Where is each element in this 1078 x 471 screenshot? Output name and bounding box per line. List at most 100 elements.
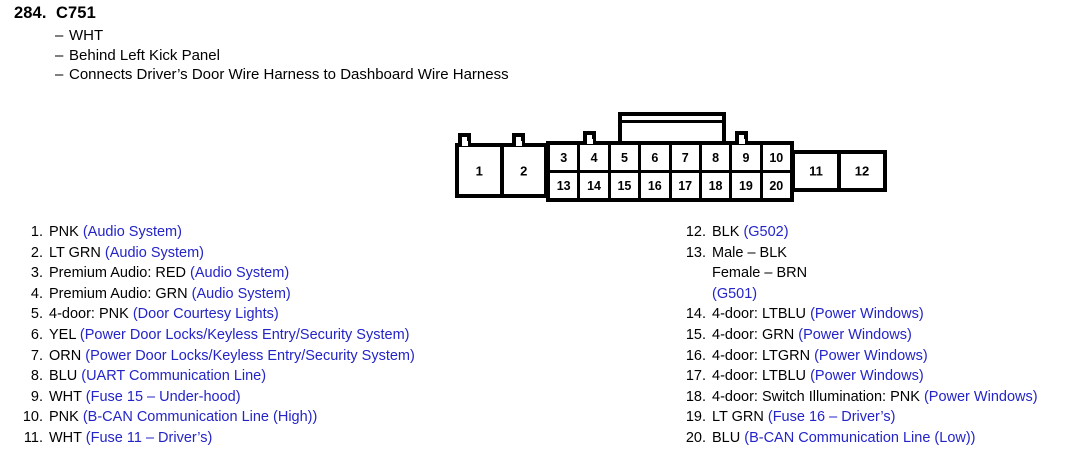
- pin-description: ORN (Power Door Locks/Keyless Entry/Secu…: [49, 346, 638, 367]
- pin-wire-color: WHT: [49, 429, 86, 446]
- pin-description: 4-door: LTBLU (Power Windows): [712, 366, 1076, 387]
- pin-description: BLU (B-CAN Communication Line (Low)): [712, 428, 1076, 449]
- connector-notch-pin4: [583, 131, 596, 142]
- pin-list-item: 2.LT GRN (Audio System): [18, 243, 638, 264]
- pin-number: 6.: [30, 326, 43, 343]
- pin-list-item: 20.BLU (B-CAN Communication Line (Low)): [681, 428, 1076, 449]
- connector-pin-cell: 10: [759, 145, 790, 170]
- connector-pin-cell: 13: [550, 173, 577, 198]
- connector-pin-cell: 8: [698, 145, 729, 170]
- pin-number: 8.: [30, 368, 43, 385]
- detail-dash-bullet: –: [55, 66, 64, 83]
- pin-system-reference: (Power Windows): [810, 368, 924, 385]
- connector-pin-number: 1: [475, 163, 483, 178]
- connector-pin-number: 8: [712, 150, 720, 165]
- connector-index: 284.: [14, 4, 47, 22]
- connector-detail-list: –WHT–Behind Left Kick Panel–Connects Dri…: [55, 26, 509, 85]
- connector-detail-line: –WHT: [55, 26, 509, 46]
- connector-pin-cell: 2: [499, 147, 545, 194]
- pin-description: YEL (Power Door Locks/Keyless Entry/Secu…: [49, 325, 638, 346]
- pin-description: 4-door: GRN (Power Windows): [712, 325, 1076, 346]
- pin-wire-color: Premium Audio: GRN: [49, 285, 192, 302]
- pin-system-reference: (Audio System): [82, 224, 182, 240]
- connector-pin-number: 13: [556, 178, 571, 193]
- pin-description: PNK (B-CAN Communication Line (High)): [49, 407, 638, 428]
- pin-system-reference: (B-CAN Communication Line (High)): [82, 409, 318, 426]
- connector-notch-left-outer: [458, 133, 471, 144]
- pin-number: 3.: [30, 265, 43, 282]
- pin-system-reference: (G502): [743, 224, 789, 240]
- connector-pin-cell: 9: [729, 145, 759, 170]
- pin-list-item: 6. YEL (Power Door Locks/Keyless Entry/Se…: [18, 325, 638, 346]
- connector-pin-cell: 18: [698, 173, 729, 198]
- pin-description: BLU (UART Communication Line): [49, 366, 638, 387]
- connector-pin-number: 12: [854, 163, 870, 179]
- pin-description: LT GRN (Fuse 16 – Driver’s): [712, 407, 1076, 428]
- connector-pin-number: 5: [620, 150, 628, 165]
- connector-pin-cell: 12: [837, 154, 883, 188]
- pin-number: 7.: [30, 347, 43, 364]
- pin-system-reference: (Power Windows): [923, 388, 1038, 405]
- connector-pin-number: 2: [520, 163, 528, 178]
- pin-wire-color: 4-door: Switch Illumination: PNK: [712, 388, 924, 405]
- pin-description: WHT (Fuse 15 – Under-hood): [49, 387, 638, 408]
- pin-list-item: 5.4-door: PNK (Door Courtesy Lights): [18, 304, 638, 325]
- pin-description: WHT (Fuse 11 – Driver’s): [49, 428, 638, 449]
- pin-wire-color: PNK: [49, 409, 83, 426]
- connector-pin-number: 15: [617, 178, 632, 193]
- connector-pin-cell: 15: [607, 173, 638, 198]
- pin-description: LT GRN (Audio System): [49, 243, 638, 264]
- connector-pin-number: 10: [769, 150, 784, 165]
- detail-dash-bullet: –: [55, 27, 64, 44]
- pin-number: 11.: [23, 429, 43, 446]
- connector-pin-number: 20: [769, 178, 784, 193]
- pin-list-item: 11. WHT (Fuse 11 – Driver’s): [18, 428, 638, 449]
- pin-system-reference: (Power Door Locks/Keyless Entry/Security…: [85, 347, 415, 364]
- connector-pin-cell: 17: [668, 173, 699, 198]
- pin-wire-color: BLU: [49, 368, 82, 385]
- pin-system-reference: (Power Door Locks/Keyless Entry/Security…: [79, 326, 410, 343]
- connector-pin-cell: 16: [638, 173, 668, 198]
- pin-system-reference: (Audio System): [191, 285, 291, 302]
- pin-number: 19.: [685, 409, 706, 426]
- detail-text: Connects Driver’s Door Wire Harness to D…: [69, 66, 509, 83]
- pin-list-item: 1.PNK (Audio System): [18, 222, 638, 243]
- connector-notch-pin4-mask: [587, 139, 593, 144]
- pin-description: 4-door: LTBLU (Power Windows): [712, 304, 1076, 325]
- detail-text: WHT: [69, 27, 104, 44]
- connector-pin-number: 18: [708, 178, 723, 193]
- connector-latch-tab-line: [622, 120, 722, 123]
- pin-system-reference: (UART Communication Line): [81, 368, 267, 385]
- pin-number: 17.: [685, 368, 706, 385]
- pin-wire-color: 4-door: LTGRN: [712, 347, 815, 364]
- pin-system-reference: (Fuse 11 – Driver’s): [85, 429, 213, 446]
- pin-system-reference: (Fuse 16 – Driver’s): [767, 409, 896, 426]
- connector-pin-number: 9: [742, 150, 750, 165]
- pin-number: 13.: [685, 244, 706, 261]
- connector-pin-number: 19: [738, 178, 753, 193]
- pin-number: 1.: [30, 224, 43, 240]
- pin-number: 5.: [30, 306, 43, 323]
- connector-pin-cell: 11: [795, 154, 837, 188]
- connector-right-wing: 11 12: [791, 150, 887, 192]
- pin-list-item: 4.Premium Audio: GRN (Audio System): [18, 284, 638, 305]
- pin-wire-color-secondary: Female – BRN: [712, 265, 808, 282]
- pin-number: 12.: [685, 224, 706, 240]
- detail-text: Behind Left Kick Panel: [69, 46, 220, 64]
- connector-pin-cell: 14: [577, 173, 607, 198]
- connector-notch-left-inner-mask: [516, 141, 522, 146]
- pin-wire-color: 4-door: LTBLU: [712, 306, 811, 323]
- pin-number: 15.: [685, 326, 706, 343]
- pin-wire-color: ORN: [49, 347, 86, 364]
- pin-wire-color: Male – BLK: [712, 244, 787, 261]
- pin-wire-color: 4-door: PNK: [49, 306, 133, 323]
- pin-list-item: 3.Premium Audio: RED (Audio System): [18, 263, 638, 284]
